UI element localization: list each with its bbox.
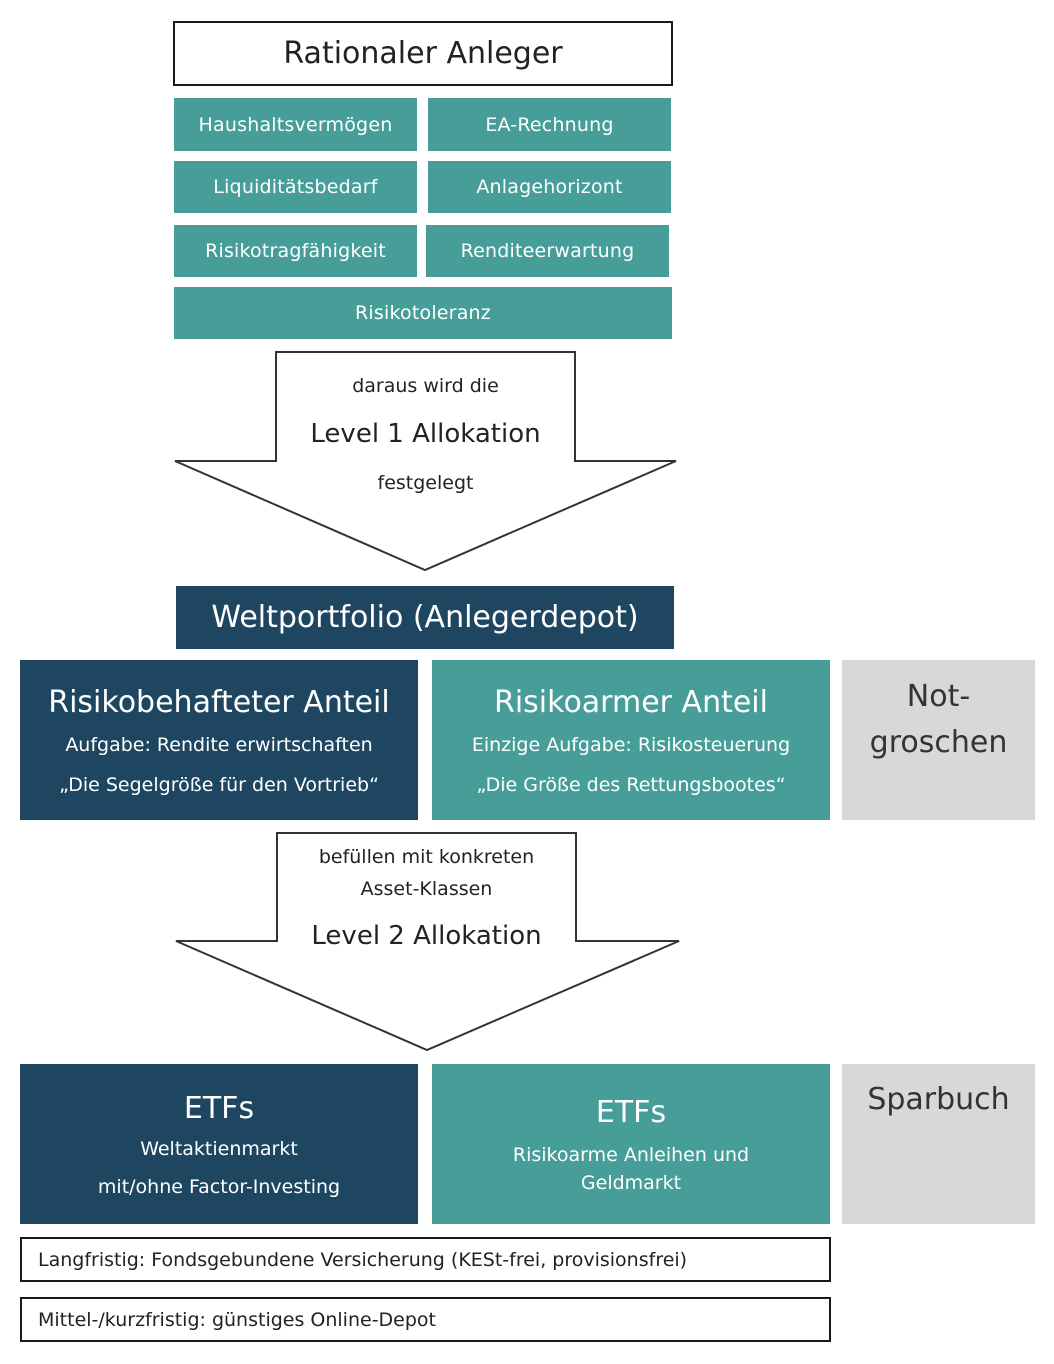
header-title: Rationaler Anleger <box>283 36 563 71</box>
factor-anlagehorizont: Anlagehorizont <box>428 161 671 213</box>
arrow1-line2: Level 1 Allokation <box>310 419 541 449</box>
portfolio-title: Weltportfolio (Anlegerdepot) <box>211 600 639 635</box>
etf-equity-title: ETFs <box>183 1090 255 1126</box>
safe-share-quote: „Die Größe des Rettungsbootes“ <box>476 773 786 796</box>
arrow1-line3: festgelegt <box>377 472 474 494</box>
portfolio-box: Weltportfolio (Anlegerdepot) <box>176 586 674 649</box>
etf-bonds-title: ETFs <box>595 1094 667 1130</box>
factor-label: Renditeerwartung <box>460 240 635 262</box>
factor-liquiditaetsbedarf: Liquiditätsbedarf <box>174 161 417 213</box>
arrow2-line2: Asset-Klassen <box>360 878 493 900</box>
safe-share-title: Risikoarmer Anteil <box>494 684 768 720</box>
factor-renditeerwartung: Renditeerwartung <box>426 225 669 277</box>
savings-book-title: Sparbuch <box>867 1082 1010 1117</box>
factor-label: Risikotragfähigkeit <box>205 240 386 262</box>
arrow2-line3: Level 2 Allokation <box>311 921 542 951</box>
note-long-term-text: Langfristig: Fondsgebundene Versicherung… <box>38 1248 688 1271</box>
etf-equity-line1: Weltaktienmarkt <box>140 1137 298 1160</box>
note-short-term: Mittel-/kurzfristig: günstiges Online-De… <box>20 1297 831 1342</box>
risky-share-title: Risikobehafteter Anteil <box>48 684 390 720</box>
factor-label: Anlagehorizont <box>476 176 623 198</box>
risky-share-task: Aufgabe: Rendite erwirtschaften <box>65 733 373 756</box>
arrow2-line1: befüllen mit konkreten <box>318 846 535 868</box>
factor-label: EA-Rechnung <box>485 113 614 136</box>
factor-haushaltsvermoegen: Haushaltsvermögen <box>174 98 417 151</box>
factor-ea-rechnung: EA-Rechnung <box>428 98 671 151</box>
note-short-term-text: Mittel-/kurzfristig: günstiges Online-De… <box>38 1308 437 1331</box>
safe-share-task: Einzige Aufgabe: Risikosteuerung <box>471 733 791 756</box>
factor-risikotragfaehigkeit: Risikotragfähigkeit <box>174 225 417 277</box>
factor-label: Risikotoleranz <box>355 302 491 324</box>
header-box: Rationaler Anleger <box>173 21 673 86</box>
safe-share-box: Risikoarmer Anteil Einzige Aufgabe: Risi… <box>432 660 830 820</box>
etf-bonds-line1: Risikoarme Anleihen und <box>512 1143 750 1166</box>
emergency-line2: groschen <box>869 725 1008 760</box>
etf-bonds-line2: Geldmarkt <box>580 1171 682 1194</box>
down-arrow-2 <box>175 832 680 1052</box>
note-long-term: Langfristig: Fondsgebundene Versicherung… <box>20 1237 831 1282</box>
risky-share-box: Risikobehafteter Anteil Aufgabe: Rendite… <box>20 660 418 820</box>
savings-book-box: Sparbuch <box>842 1064 1035 1224</box>
risky-share-quote: „Die Segelgröße für den Vortrieb“ <box>59 773 379 796</box>
etf-equity-line2: mit/ohne Factor-Investing <box>97 1175 341 1198</box>
factor-label: Liquiditätsbedarf <box>213 176 378 198</box>
factor-risikotoleranz: Risikotoleranz <box>174 287 672 339</box>
down-arrow-1 <box>174 351 677 572</box>
emergency-line1: Not- <box>906 679 971 714</box>
emergency-fund-box: Not- groschen <box>842 660 1035 820</box>
etf-bonds-box: ETFs Risikoarme Anleihen und Geldmarkt <box>432 1064 830 1224</box>
etf-equity-box: ETFs Weltaktienmarkt mit/ohne Factor-Inv… <box>20 1064 418 1224</box>
arrow1-line1: daraus wird die <box>352 375 499 397</box>
factor-label: Haushaltsvermögen <box>198 113 393 136</box>
